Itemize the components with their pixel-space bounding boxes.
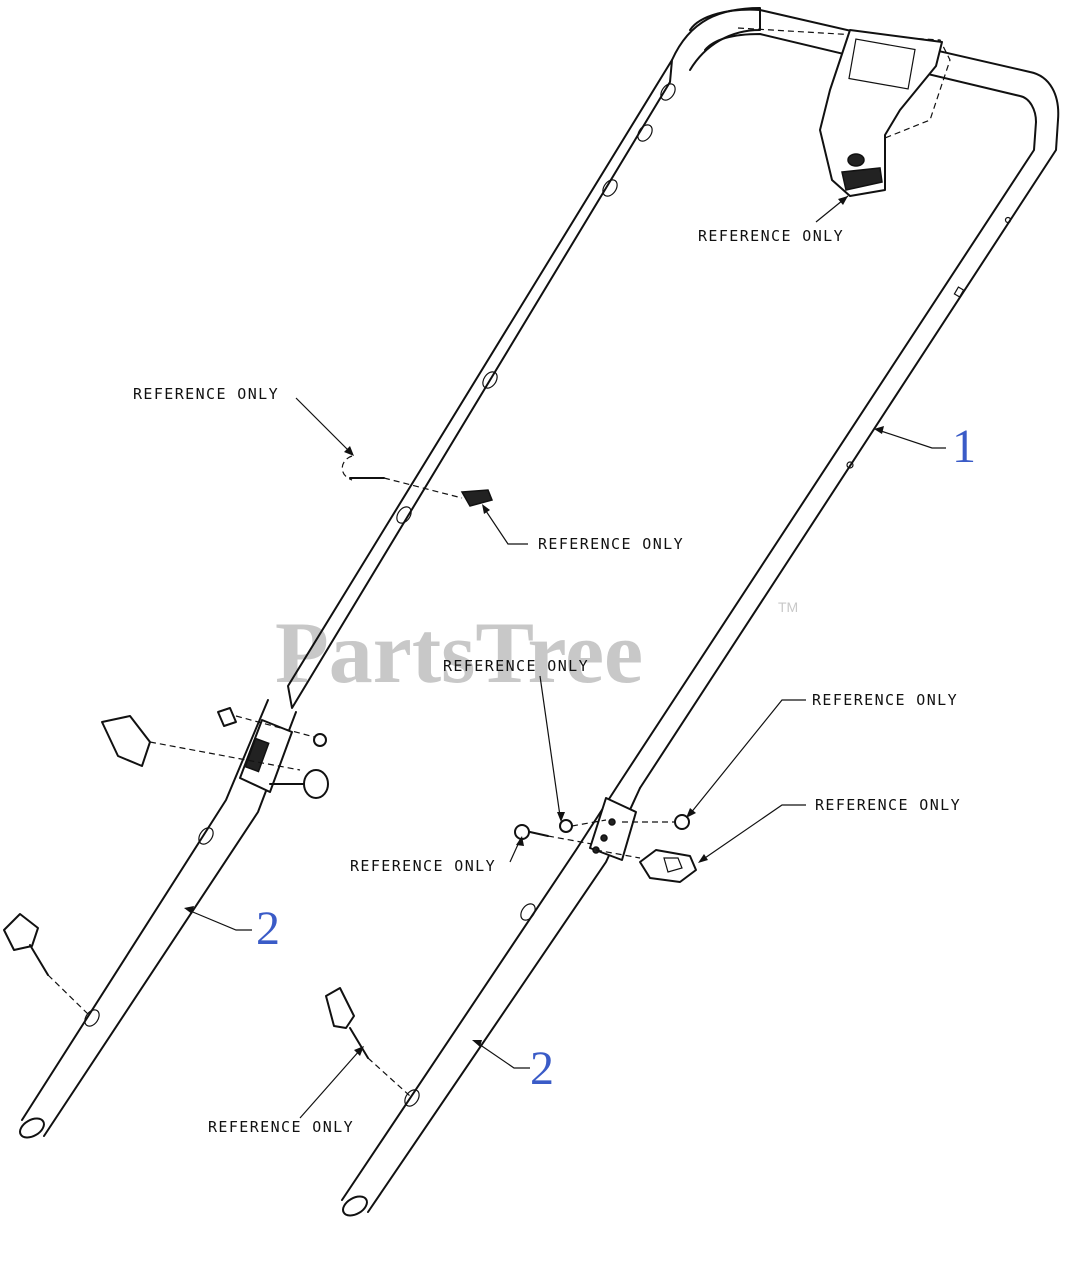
right-lower-handle [341, 781, 641, 1217]
left-knob [101, 707, 329, 799]
right-lower-bolt [325, 987, 411, 1097]
callout-1: 1 [952, 420, 976, 473]
ref-label-cable-hook: REFERENCE ONLY [133, 385, 279, 403]
upper-handle-right-tube [639, 119, 1059, 789]
callout-2-right: 2 [530, 1042, 554, 1095]
ref-label-lower-bolt: REFERENCE ONLY [208, 1118, 354, 1136]
callout-2-left: 2 [256, 902, 280, 955]
left-lower-handle [19, 699, 297, 1139]
callout-numbers: 1 2 2 [256, 420, 976, 1095]
ref-label-control-bracket: REFERENCE ONLY [698, 227, 844, 245]
watermark-text: PartsTree [275, 605, 643, 702]
upper-handle [287, 7, 1060, 789]
ref-label-left-washer: REFERENCE ONLY [350, 857, 496, 875]
ref-label-right-bolt: REFERENCE ONLY [812, 691, 958, 709]
cable-hook [341, 455, 494, 507]
left-lower-bolt [3, 913, 91, 1017]
ref-label-cable-clip: REFERENCE ONLY [538, 535, 684, 553]
upper-handle-left-tube [287, 59, 673, 709]
reference-labels: REFERENCE ONLY REFERENCE ONLY REFERENCE … [133, 227, 961, 1136]
watermark: PartsTree TM [275, 599, 798, 702]
right-joint-plate [589, 797, 637, 861]
leader-lines [184, 195, 946, 1119]
left-joint-bracket [239, 719, 293, 793]
watermark-trademark: TM [778, 599, 798, 615]
ref-label-center-bolt: REFERENCE ONLY [443, 657, 589, 675]
ref-label-right-knob: REFERENCE ONLY [815, 796, 961, 814]
